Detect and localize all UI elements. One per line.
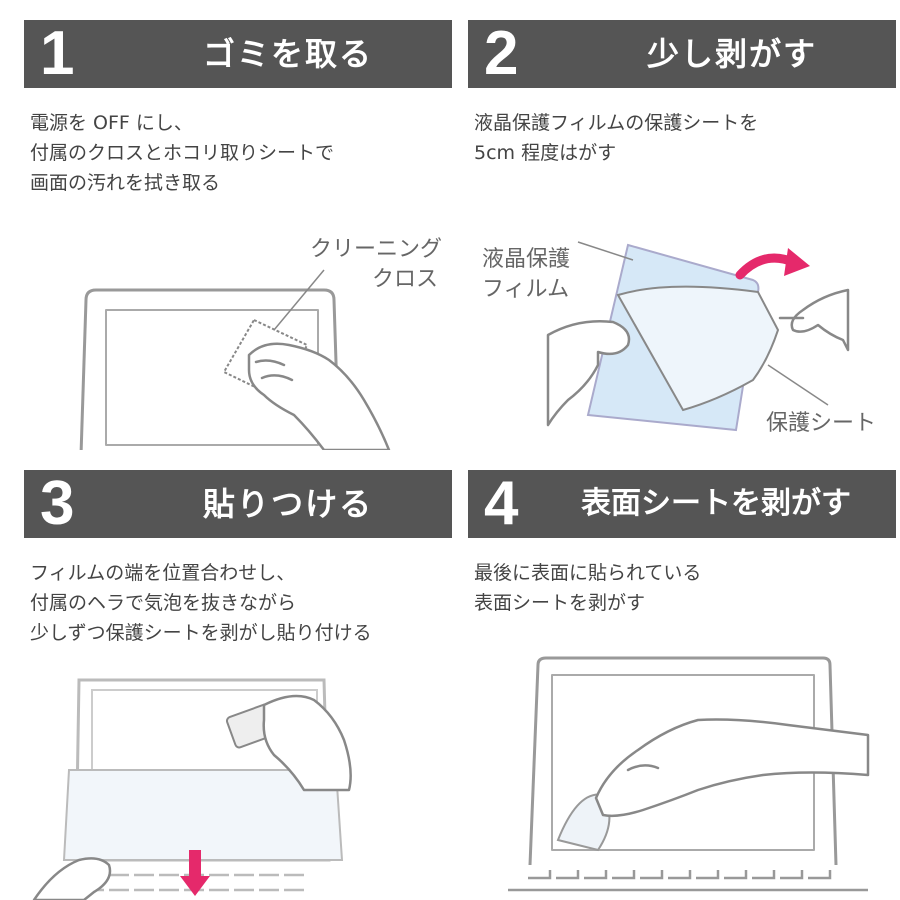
step-1-description: 電源を OFF にし、 付属のクロスとホコリ取りシートで 画面の汚れを拭き取る <box>30 108 450 198</box>
step-4-title: 表面シートを剥がす <box>581 486 851 521</box>
arrow-icon <box>189 850 201 880</box>
step-3-line: 付属のヘラで気泡を抜きながら <box>30 592 297 614</box>
step-1-header: 1 ゴミを取る <box>24 20 452 88</box>
hand-illustration <box>262 694 352 792</box>
step-3-header: 3 貼りつける <box>24 470 452 538</box>
hand-illustration <box>778 288 850 352</box>
step-4-illustration <box>468 650 896 900</box>
step-3-number: 3 <box>40 470 75 538</box>
step-2-header: 2 少し剥がす <box>468 20 896 88</box>
step-4-line: 表面シートを剥がす <box>474 592 646 614</box>
step-1-panel: 1 ゴミを取る 電源を OFF にし、 付属のクロスとホコリ取りシートで 画面の… <box>24 20 452 450</box>
step-2-number: 2 <box>484 20 519 88</box>
step-1-line: 画面の汚れを拭き取る <box>30 172 221 194</box>
step-4-description: 最後に表面に貼られている 表面シートを剥がす <box>474 558 894 618</box>
step-2-description: 液晶保護フィルムの保護シートを 5cm 程度はがす <box>474 108 894 168</box>
hand-illustration <box>247 342 391 450</box>
step-4-panel: 4 表面シートを剥がす 最後に表面に貼られている 表面シートを剥がす <box>468 470 896 900</box>
surface-sheet-peel-illustration <box>508 656 870 892</box>
step-2-title: 少し剥がす <box>646 35 817 73</box>
step-3-line: 少しずつ保護シートを剥がし貼り付ける <box>30 622 372 644</box>
step-4-header: 4 表面シートを剥がす <box>468 470 896 538</box>
step-2-illustration: 液晶保護 フィルム 保護シート <box>468 200 896 450</box>
film-label-2: フィルム <box>482 277 570 302</box>
step-3-description: フィルムの端を位置合わせし、 付属のヘラで気泡を抜きながら 少しずつ保護シートを… <box>30 558 450 648</box>
hand-illustration <box>32 857 112 900</box>
step-1-title: ゴミを取る <box>202 35 373 73</box>
step-2-line: 5cm 程度はがす <box>474 142 617 164</box>
film-apply-illustration <box>32 678 352 900</box>
film-label: 液晶保護 <box>482 247 571 272</box>
step-3-panel: 3 貼りつける フィルムの端を位置合わせし、 付属のヘラで気泡を抜きながら 少し… <box>24 470 452 900</box>
cloth-label: クリーニング <box>310 237 443 262</box>
step-1-line: 付属のクロスとホコリ取りシートで <box>30 142 335 164</box>
step-2-panel: 2 少し剥がす 液晶保護フィルムの保護シートを 5cm 程度はがす <box>468 20 896 450</box>
sheet-label: 保護シート <box>766 411 877 436</box>
hand-illustration <box>546 320 631 427</box>
cloth-label-2: クロス <box>372 267 439 292</box>
laptop-cleaning-illustration <box>79 269 391 450</box>
step-4-number: 4 <box>484 470 519 538</box>
step-2-line: 液晶保護フィルムの保護シートを <box>474 112 759 134</box>
hand-illustration <box>594 718 870 818</box>
step-1-illustration: クリーニング クロス <box>24 200 452 450</box>
step-3-title: 貼りつける <box>202 485 374 523</box>
step-1-number: 1 <box>40 20 75 88</box>
step-1-line: 電源を OFF にし、 <box>30 112 193 134</box>
step-4-line: 最後に表面に貼られている <box>474 562 702 584</box>
step-3-illustration <box>24 660 452 900</box>
film-peel-illustration <box>546 241 850 432</box>
step-3-line: フィルムの端を位置合わせし、 <box>30 562 296 584</box>
